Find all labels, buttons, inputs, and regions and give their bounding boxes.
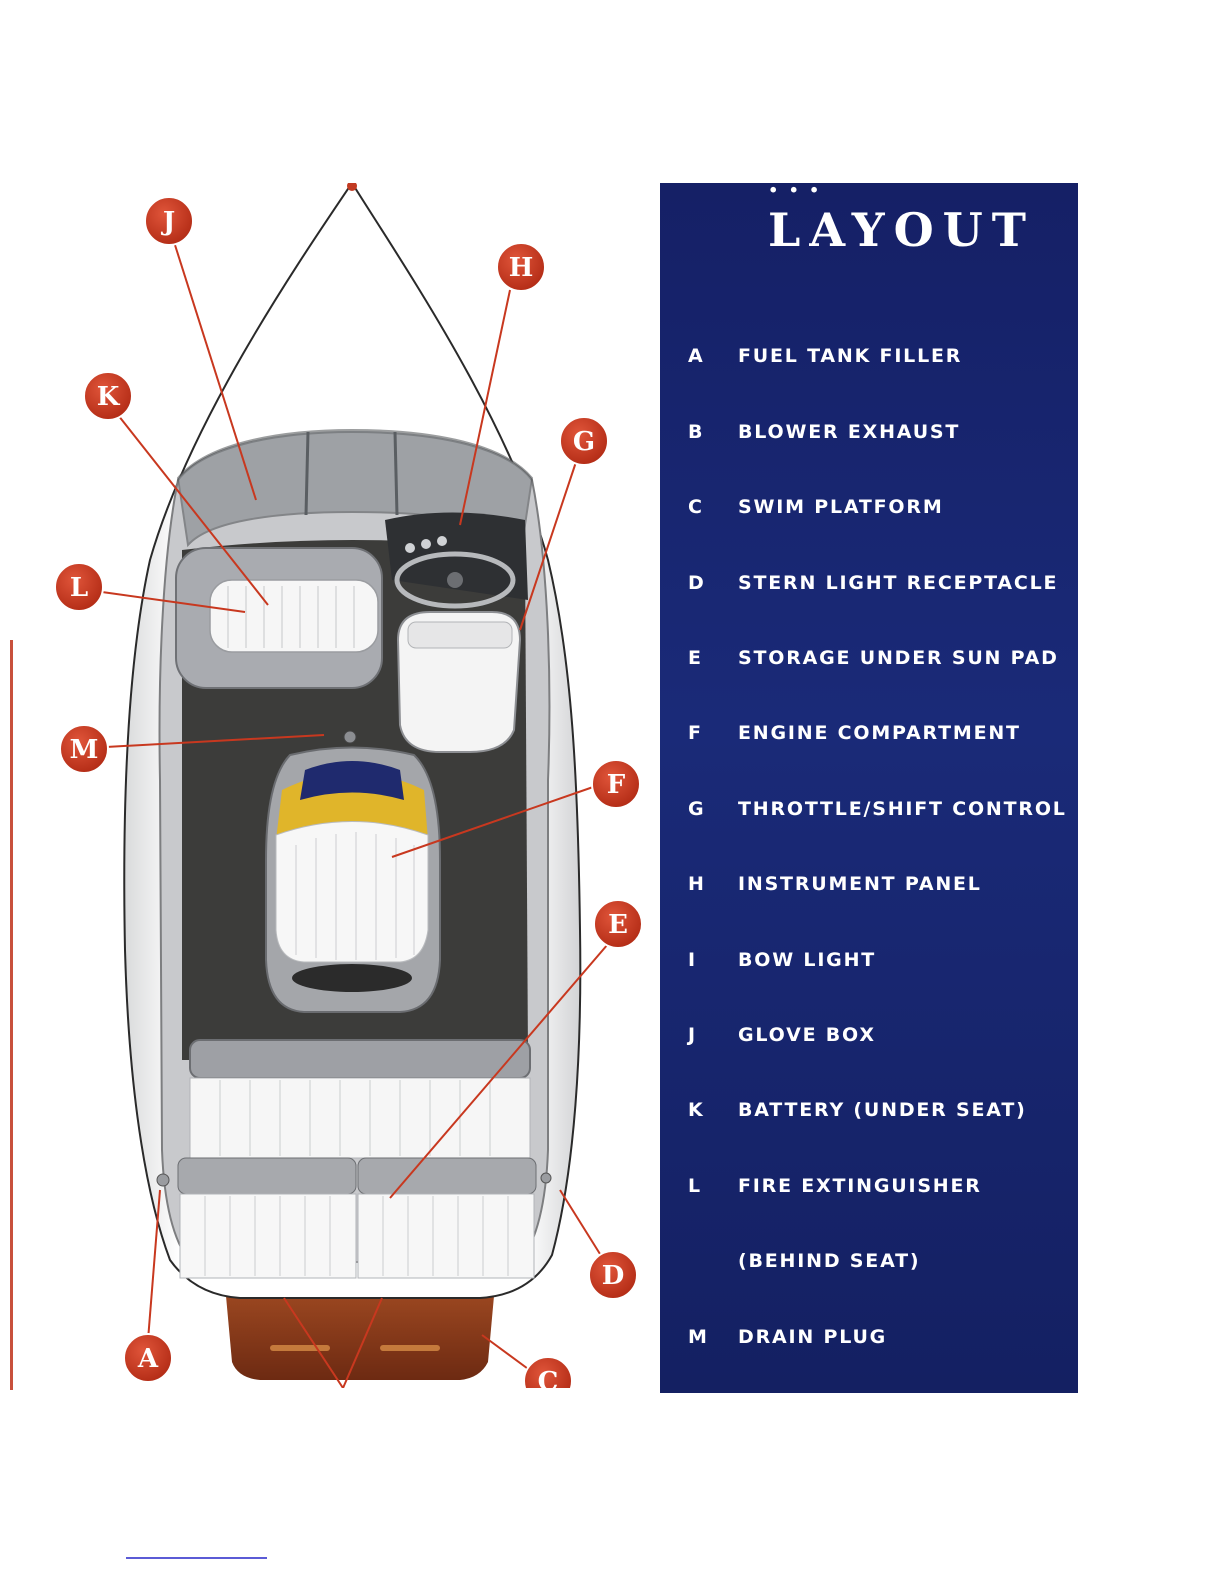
svg-text:F: F	[607, 770, 626, 800]
panel-title: LAYOUT	[768, 203, 1035, 257]
legend-text: THROTTLE/SHIFT CONTROL	[738, 798, 1067, 820]
legend-text: BLOWER EXHAUST	[738, 421, 960, 443]
legend-text: BOW LIGHT	[738, 949, 876, 971]
callout-f: F	[592, 760, 640, 808]
legend-item-k: K BATTERY (UNDER SEAT)	[688, 1099, 1068, 1129]
boat-layout-illustration: J H K G L M F E	[0, 0, 660, 1584]
callout-h: H	[497, 243, 545, 291]
legend-item-e: E STORAGE UNDER SUN PAD	[688, 647, 1068, 677]
swim-platform	[225, 1285, 495, 1380]
legend-item-j: J GLOVE BOX	[688, 1024, 1068, 1054]
legend-item-h: H INSTRUMENT PANEL	[688, 873, 1068, 903]
callout-j: J	[145, 197, 193, 245]
legend-item-i: I BOW LIGHT	[688, 949, 1068, 979]
panel-title-top: ...	[768, 183, 829, 200]
legend-text: FUEL TANK FILLER	[738, 345, 962, 367]
svg-text:D: D	[602, 1261, 625, 1291]
legend-key: M	[688, 1326, 718, 1348]
legend-text: DRAIN PLUG	[738, 1326, 887, 1348]
legend-key: B	[688, 421, 718, 443]
callout-e: E	[594, 900, 642, 948]
legend-item-l: L FIRE EXTINGUISHER	[688, 1175, 1068, 1205]
legend-item-m: M DRAIN PLUG	[688, 1326, 1068, 1356]
helm-seat	[398, 612, 520, 752]
legend-key: I	[688, 949, 718, 971]
callout-m: M	[60, 725, 108, 773]
svg-text:C: C	[538, 1367, 559, 1397]
callout-c: C	[524, 1357, 572, 1405]
legend-key: A	[688, 345, 718, 367]
stern-bench	[190, 1040, 530, 1158]
legend-text: (BEHIND SEAT)	[738, 1250, 920, 1272]
legend-text: FIRE EXTINGUISHER	[738, 1175, 982, 1197]
fuel-filler-cap	[157, 1174, 169, 1186]
legend-key: L	[688, 1175, 718, 1197]
legend-key: G	[688, 798, 718, 820]
legend-item-l-continued: (BEHIND SEAT)	[688, 1250, 1068, 1280]
legend-key: J	[688, 1024, 718, 1046]
legend-text: BATTERY (UNDER SEAT)	[738, 1099, 1027, 1121]
callout-k: K	[84, 372, 132, 420]
legend-key: K	[688, 1099, 718, 1121]
legend-key: D	[688, 572, 718, 594]
legend-item-f: F ENGINE COMPARTMENT	[688, 722, 1068, 752]
engine-compartment	[266, 748, 440, 1013]
legend-item-c: C SWIM PLATFORM	[688, 496, 1068, 526]
stern-light-receptacle	[541, 1173, 551, 1183]
legend-text: STERN LIGHT RECEPTACLE	[738, 572, 1058, 594]
svg-text:M: M	[70, 735, 99, 765]
callout-d: D	[589, 1251, 637, 1299]
callout-l: L	[55, 563, 103, 611]
port-seat	[176, 548, 382, 688]
svg-text:L: L	[70, 573, 88, 603]
legend-text: INSTRUMENT PANEL	[738, 873, 982, 895]
legend-panel: ... LAYOUT A FUEL TANK FILLER B BLOWER E…	[660, 183, 1078, 1393]
bow-light	[347, 181, 357, 191]
svg-text:H: H	[509, 253, 534, 283]
legend-key: C	[688, 496, 718, 518]
legend-text: SWIM PLATFORM	[738, 496, 944, 518]
svg-text:E: E	[608, 910, 628, 940]
legend-item-d: D STERN LIGHT RECEPTACLE	[688, 572, 1068, 602]
svg-text:J: J	[161, 207, 175, 237]
svg-text:K: K	[97, 382, 121, 412]
legend-text: GLOVE BOX	[738, 1024, 876, 1046]
legend-item-g: G THROTTLE/SHIFT CONTROL	[688, 798, 1068, 828]
legend-text: ENGINE COMPARTMENT	[738, 722, 1021, 744]
callout-g: G	[560, 417, 608, 465]
footer-rule	[126, 1557, 267, 1559]
legend-key: F	[688, 722, 718, 744]
legend-item-b: B BLOWER EXHAUST	[688, 421, 1068, 451]
legend-key: E	[688, 647, 718, 669]
legend-key: H	[688, 873, 718, 895]
legend-item-a: A FUEL TANK FILLER	[688, 345, 1068, 375]
svg-text:A: A	[137, 1344, 159, 1374]
callout-a: A	[124, 1334, 172, 1382]
svg-text:G: G	[573, 427, 595, 457]
drain-plug	[344, 731, 356, 743]
legend-text: STORAGE UNDER SUN PAD	[738, 647, 1059, 669]
